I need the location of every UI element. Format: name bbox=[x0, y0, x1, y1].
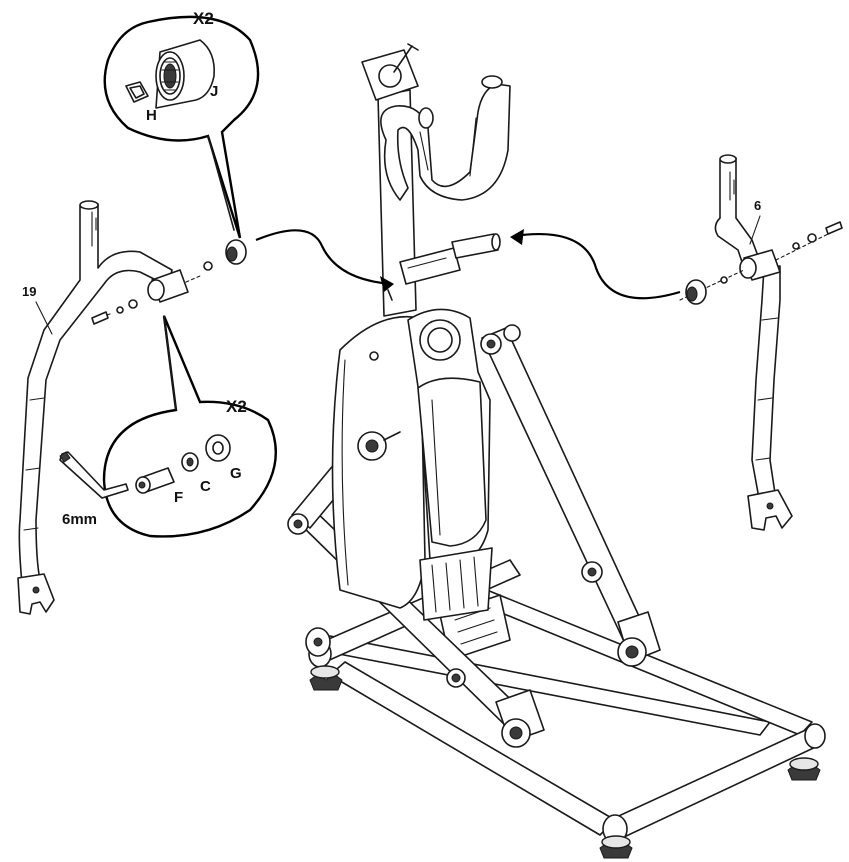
tool-size-label: 6mm bbox=[62, 511, 97, 528]
callout-top bbox=[103, 15, 260, 239]
arm-mount-bracket bbox=[387, 233, 501, 301]
left-arm-number: 19 bbox=[22, 284, 36, 299]
part-f-label: F bbox=[174, 489, 183, 506]
right-arrow bbox=[513, 232, 681, 300]
right-rear-arm bbox=[480, 324, 661, 667]
left-arm-assembly bbox=[17, 200, 247, 615]
assembly-arrows bbox=[255, 229, 681, 300]
callout-top-qty: X2 bbox=[193, 9, 214, 28]
right-arm-leader bbox=[749, 215, 761, 245]
callout-bottom bbox=[59, 315, 278, 538]
callout-bottom-qty: X2 bbox=[226, 397, 247, 416]
main-body bbox=[331, 308, 493, 621]
mast bbox=[361, 43, 511, 317]
part-h-label: H bbox=[146, 107, 157, 124]
left-arrow bbox=[255, 229, 393, 286]
part-c-label: C bbox=[200, 478, 211, 495]
part-j-label: J bbox=[210, 83, 218, 100]
part-g-label: G bbox=[230, 465, 242, 482]
left-arm-leader bbox=[35, 301, 53, 335]
right-arm-number: 6 bbox=[754, 198, 761, 213]
right-arm-assembly bbox=[679, 154, 843, 531]
